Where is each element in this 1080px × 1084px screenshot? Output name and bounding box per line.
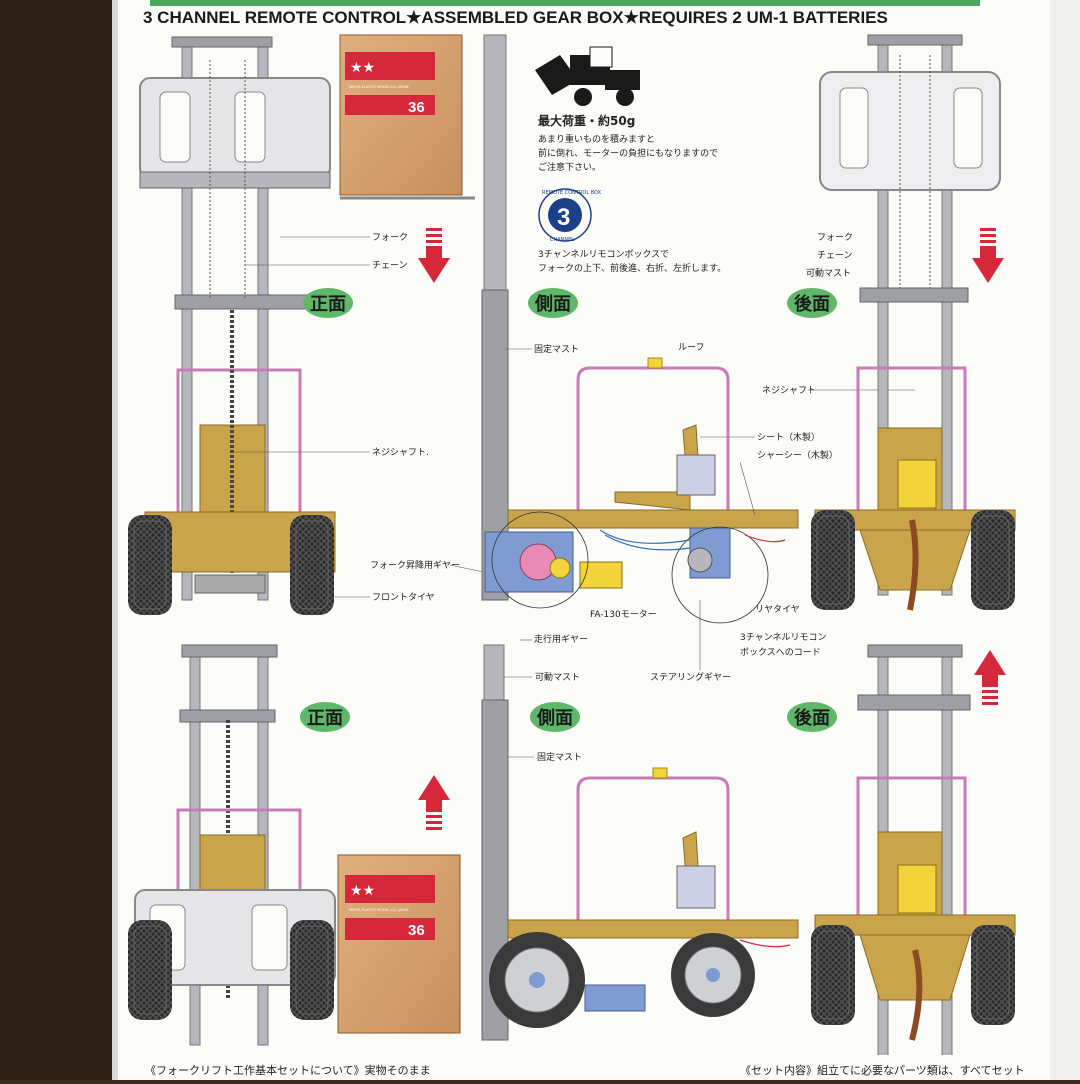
svg-text:正面: 正面 <box>310 294 346 315</box>
rear-view-lowered <box>810 34 1016 611</box>
label-roof: ルーフ <box>678 343 704 353</box>
label-cord-2: ボックスへのコード <box>740 647 821 658</box>
label-fork: フォーク <box>372 232 408 243</box>
svg-text:後面: 後面 <box>794 707 830 729</box>
label-steering-gear: ステアリングギヤー <box>650 671 731 683</box>
svg-text:REMOTE CONTROL BOX: REMOTE CONTROL BOX <box>542 190 602 196</box>
svg-text:TAMIYA PLASTIC MODEL CO. JAPAN: TAMIYA PLASTIC MODEL CO. JAPAN <box>347 908 409 912</box>
svg-text:36: 36 <box>408 922 425 939</box>
svg-text:側面: 側面 <box>536 707 573 729</box>
view-label-side-bottom: 側面 <box>530 702 580 732</box>
footer-left: 《フォークリフト工作基本セットについて》実物そのまま <box>145 1063 431 1077</box>
footer-right: 《セット内容》組立てに必要なパーツ類は、すべてセット <box>740 1063 1025 1077</box>
rc-info-line-1: 3チャンネルリモコンボックスで <box>538 249 669 260</box>
label-chain: チェーン <box>372 260 408 271</box>
label-fork-lift-gear: フォーク昇降用ギヤー <box>370 559 460 571</box>
load-info-line-3: ご注意下さい。 <box>538 161 601 173</box>
header-title: 3 CHANNEL REMOTE CONTROL★ASSEMBLED GEAR … <box>143 8 888 27</box>
cardboard-box-top: ★★ TAMIYA PLASTIC MODEL CO. JAPAN 36 <box>339 34 463 196</box>
svg-text:側面: 側面 <box>534 293 571 315</box>
load-info-line-2: 前に倒れ、モーターの負担にもなりますので <box>538 147 718 159</box>
view-label-front-top: 正面 <box>303 288 353 318</box>
rc-box-badge: 3 REMOTE CONTROL BOX CHANNEL <box>538 188 602 243</box>
svg-text:★★: ★★ <box>350 60 375 76</box>
svg-text:後面: 後面 <box>794 293 830 315</box>
label-fixed-mast-bottom: 固定マスト <box>537 751 582 763</box>
svg-text:3: 3 <box>557 204 570 231</box>
overload-pictogram <box>535 46 640 106</box>
box-number: 36 <box>408 99 425 116</box>
label-drive-gear: 走行用ギヤー <box>534 633 588 645</box>
label-fixed-mast-top: 固定マスト <box>534 343 579 355</box>
side-view-lowered <box>481 34 799 624</box>
label-fork-rear: フォーク <box>817 232 853 243</box>
label-chassis: シャーシー（木製） <box>757 449 838 461</box>
svg-text:TAMIYA PLASTIC MODEL CO. JAPAN: TAMIYA PLASTIC MODEL CO. JAPAN <box>347 85 409 89</box>
label-motor: FA-130モーター <box>590 609 657 620</box>
front-view-lowered <box>127 36 336 616</box>
label-front-tire: フロントタイヤ <box>372 592 435 603</box>
label-cord-1: 3チャンネルリモコン <box>740 632 826 643</box>
cardboard-box-bottom: ★★ TAMIYA PLASTIC MODEL CO. JAPAN 36 <box>337 854 461 1034</box>
svg-text:CHANNEL: CHANNEL <box>550 237 574 243</box>
label-screw-shaft-front: ネジシャフト. <box>372 447 429 458</box>
view-label-rear-top: 後面 <box>787 288 837 318</box>
view-label-rear-bottom: 後面 <box>787 702 837 732</box>
label-movable-mast-bottom: 可動マスト <box>535 672 580 683</box>
svg-text:★★: ★★ <box>350 883 375 899</box>
load-info-title: 最大荷重・約50g <box>538 113 635 128</box>
load-info-line-1: あまり重いものを積みますと <box>538 133 655 145</box>
front-view-raised <box>127 644 336 1046</box>
label-screw-shaft-rear: ネジシャフト <box>762 385 816 396</box>
label-movable-mast-rear: 可動マスト <box>806 268 851 279</box>
label-rear-tire: リヤタイヤ <box>755 604 800 615</box>
view-label-side-top: 側面 <box>528 288 578 318</box>
label-chain-rear: チェーン <box>817 250 853 261</box>
view-label-front-bottom: 正面 <box>300 702 350 732</box>
label-seat: シート（木製） <box>757 431 820 443</box>
svg-text:正面: 正面 <box>307 708 343 729</box>
side-view-raised <box>481 644 799 1041</box>
rc-info-line-2: フォークの上下、前後進、右折、左折します。 <box>538 262 726 274</box>
